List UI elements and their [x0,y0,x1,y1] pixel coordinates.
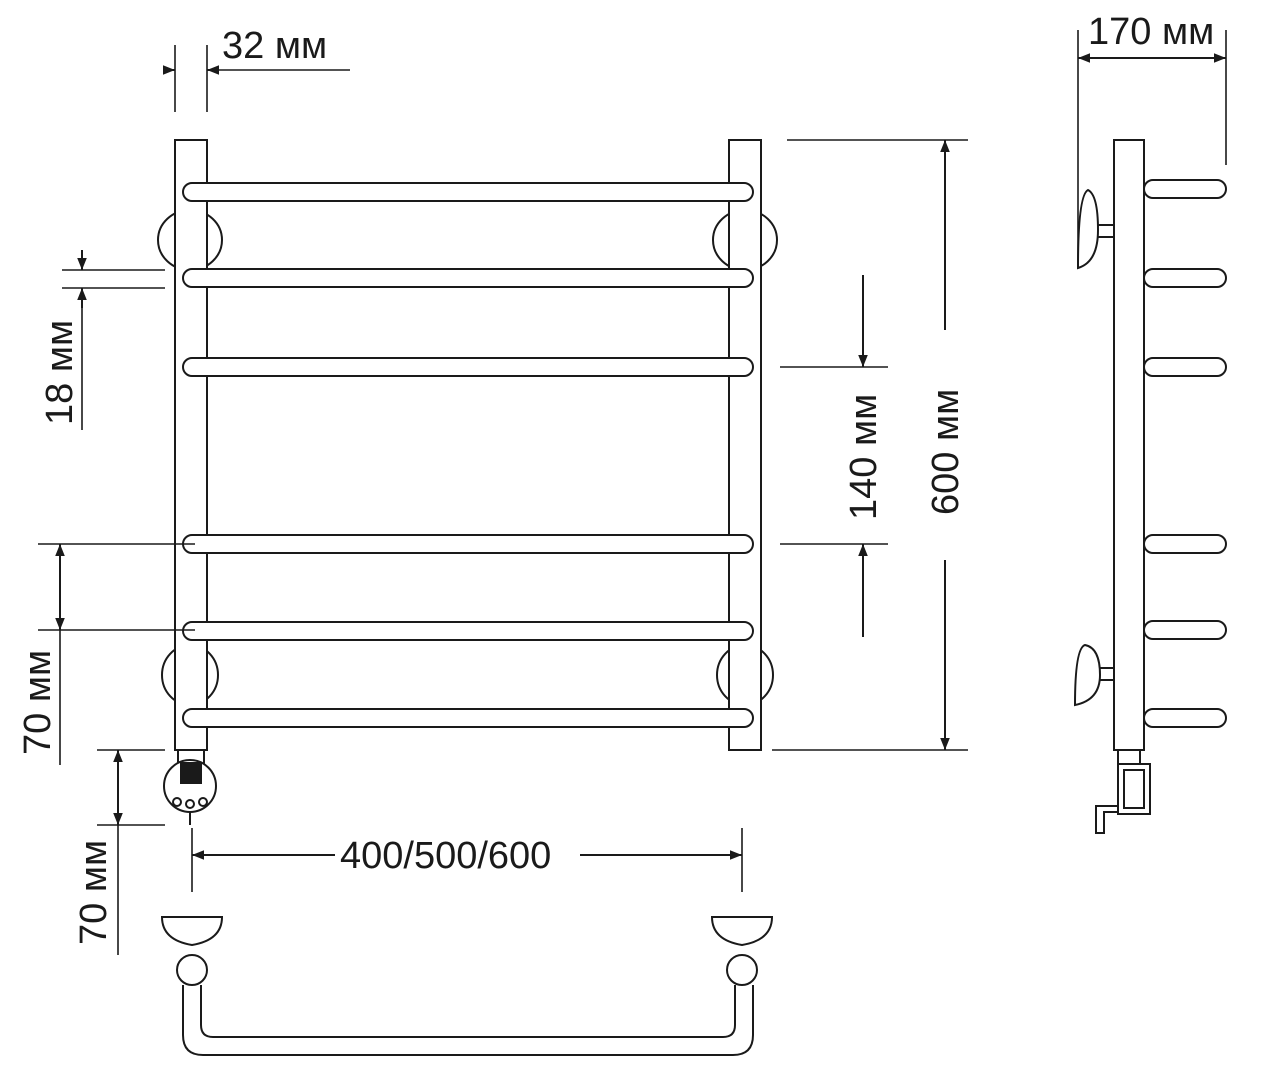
bar-3 [182,357,754,377]
bar-pitch-label: 140 мм [843,394,885,520]
dimensions: 32 мм 170 мм 600 мм 140 мм 18 мм 70 мм [17,11,1227,955]
plan-view [160,916,774,1056]
height-label: 600 мм [925,389,967,515]
side-post [1113,139,1145,751]
bar-1 [182,182,754,202]
side-view [1073,139,1227,834]
heater-offset-label: 70 мм [73,840,115,945]
bar-5 [182,621,754,641]
depth-label: 170 мм [1088,11,1214,53]
bar-gap-label: 18 мм [39,320,81,425]
pipe-diameter-label: 32 мм [222,25,327,67]
front-view [157,139,778,825]
bar-6 [182,708,754,728]
bar-4 [182,534,754,554]
bar-2 [182,268,754,288]
left-post [174,139,208,751]
right-post [728,139,762,751]
width-label: 400/500/600 [340,835,551,877]
heater-controller [163,749,217,825]
bottom-spacing-label: 70 мм [17,650,59,755]
